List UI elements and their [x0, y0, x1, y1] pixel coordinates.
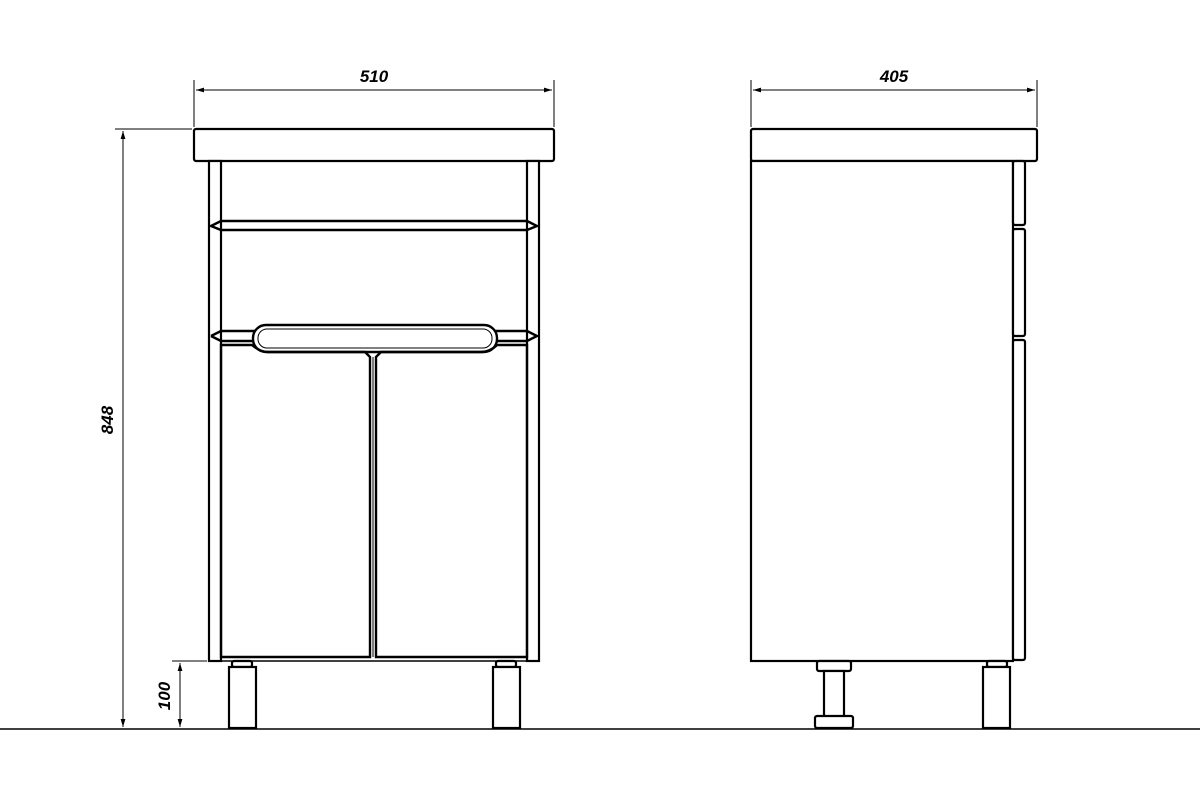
side-middle-drawer-edge — [1011, 227, 1027, 338]
dimension-height-legs: 100 — [155, 660, 207, 727]
front-right-panel — [525, 159, 541, 663]
side-leg — [981, 665, 1012, 730]
front-countertop — [192, 127, 556, 163]
front-handle-inner — [257, 328, 493, 349]
dimension-depth-side: 405 — [750, 67, 1038, 127]
side-siphon-top — [815, 659, 853, 673]
front-left-door — [219, 343, 372, 659]
dimension-width-front: 510 — [193, 67, 555, 127]
front-handle — [251, 323, 499, 354]
side-door-edge — [1011, 338, 1027, 662]
dimension-label-100: 100 — [155, 681, 174, 710]
side-view — [749, 127, 1039, 730]
side-countertop — [749, 127, 1039, 163]
front-left-panel — [207, 159, 223, 663]
side-siphon-stem — [822, 669, 846, 719]
front-view — [192, 127, 556, 730]
dimension-label-848: 848 — [98, 405, 117, 434]
dimension-label-405: 405 — [879, 67, 909, 86]
front-upper-rail — [208, 219, 540, 232]
dimension-height-total: 848 — [98, 128, 192, 727]
side-siphon-base — [813, 714, 855, 730]
side-body — [749, 159, 1015, 663]
side-top-drawer-edge — [1011, 159, 1027, 227]
front-right-door — [374, 343, 529, 659]
front-left-leg — [227, 665, 258, 730]
dimension-label-510: 510 — [360, 67, 389, 86]
front-lower-rail — [210, 329, 540, 343]
front-right-leg — [491, 665, 522, 730]
